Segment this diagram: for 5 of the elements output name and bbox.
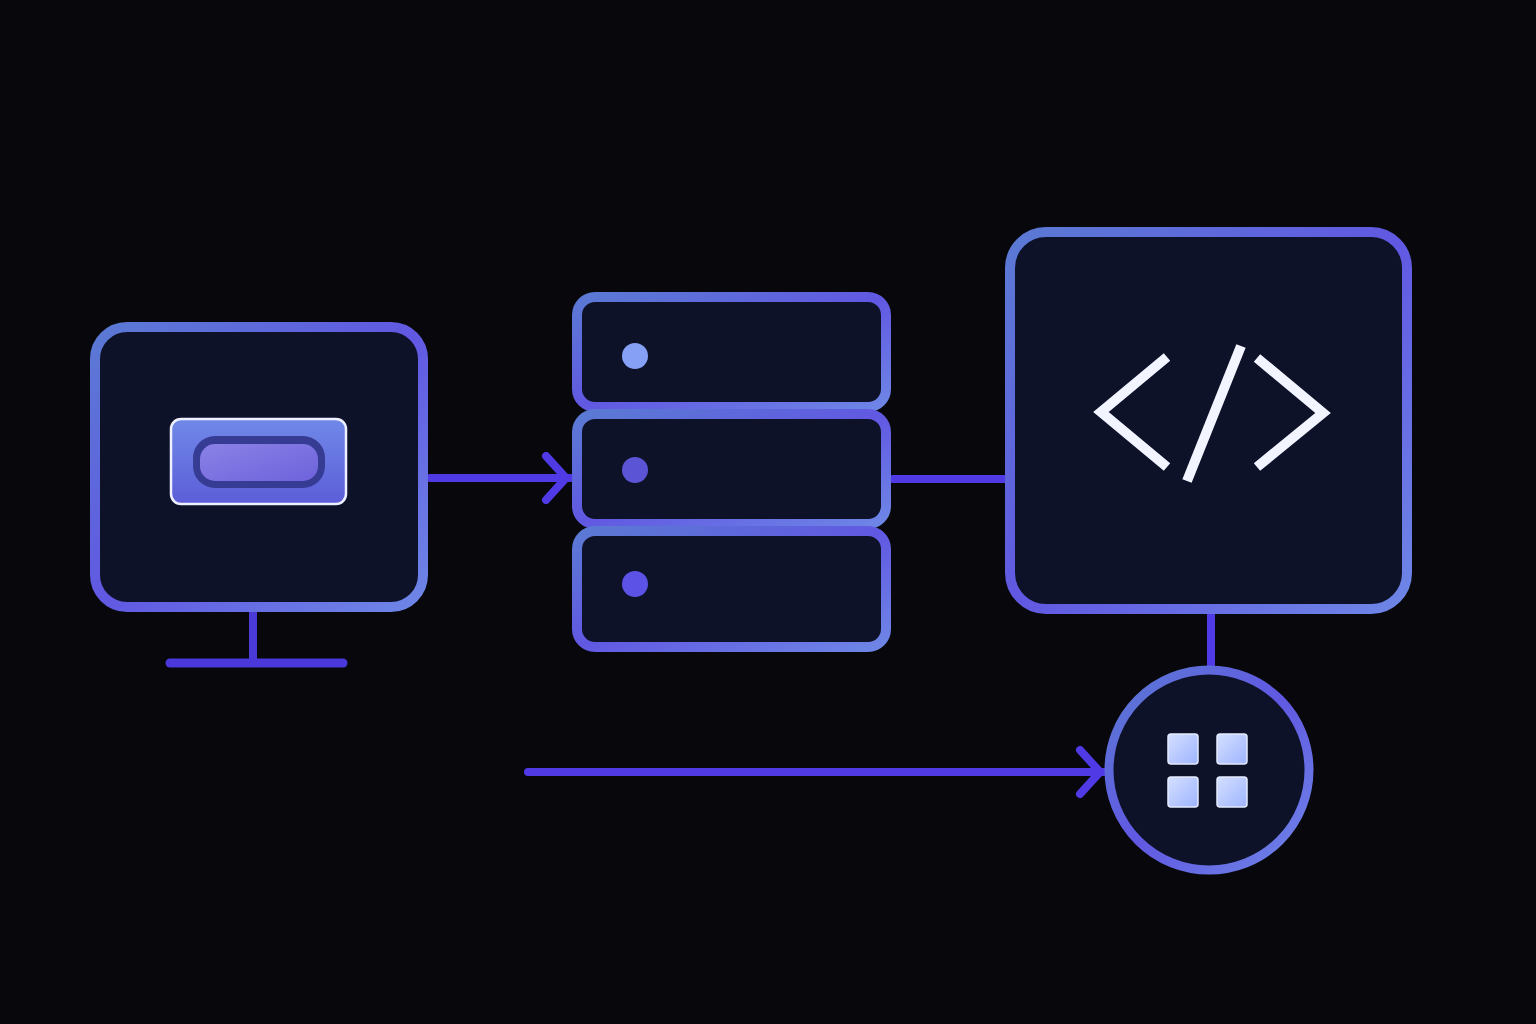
apps-circle <box>1104 665 1314 875</box>
monitor-drawing <box>88 320 430 670</box>
arrow <box>426 452 574 504</box>
server-rack-drawing <box>570 290 893 654</box>
code-panel <box>1005 227 1412 614</box>
